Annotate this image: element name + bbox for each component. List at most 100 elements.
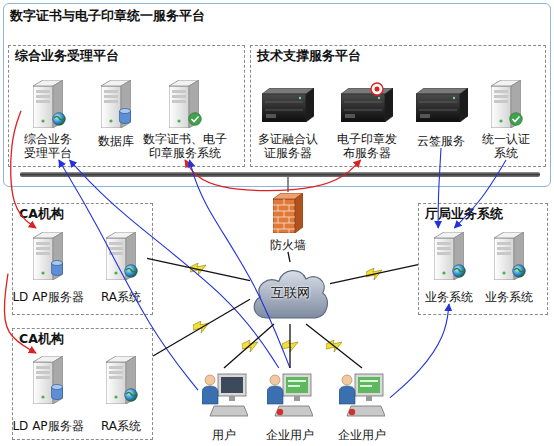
server-node: 多证融合认证服务器 xyxy=(255,78,321,160)
server-icon xyxy=(491,80,521,128)
connector xyxy=(59,160,198,390)
connector xyxy=(147,258,250,280)
lightning-symbol xyxy=(193,321,209,333)
connector xyxy=(153,299,250,356)
connector xyxy=(224,324,274,368)
node-label: 技术支撑服务平台 xyxy=(257,49,361,63)
node-label: 业务系统 xyxy=(422,290,476,304)
node-label: 云签服务 xyxy=(410,134,472,148)
server-icon xyxy=(106,232,136,280)
seal-icon xyxy=(371,83,383,95)
server-node: 云签服务 xyxy=(410,78,472,148)
cloud-node: 互联网 xyxy=(250,262,330,324)
bus-drop xyxy=(287,177,289,192)
check-icon xyxy=(510,113,523,126)
globe-icon xyxy=(125,389,138,402)
node-label: 统一认证系统 xyxy=(480,132,532,160)
connector xyxy=(70,160,279,368)
rack-server-icon xyxy=(341,88,393,122)
server-node: 统一认证系统 xyxy=(480,78,532,160)
user-node: 企业用户 xyxy=(262,368,318,442)
enterprise-user-icon xyxy=(339,374,385,416)
server-node: 数字证书、电子印章服务系统 xyxy=(140,78,230,160)
connector xyxy=(330,265,418,284)
node-label: 防火墙 xyxy=(266,238,310,252)
node-label: 互联网 xyxy=(250,286,330,300)
node-label: RA系统 xyxy=(95,290,147,304)
server-icon xyxy=(101,80,131,128)
server-icon xyxy=(33,356,63,404)
server-icon xyxy=(434,232,464,280)
rack-server-icon xyxy=(416,88,468,122)
database-node: 数据库 xyxy=(89,78,143,148)
rack-server-icon xyxy=(262,88,314,122)
connector xyxy=(4,274,36,353)
group-box: CA机构LD AP服务器RA系统 xyxy=(12,328,153,440)
database-icon xyxy=(52,261,63,276)
lightning-symbol xyxy=(190,263,206,275)
server-icon xyxy=(33,80,63,128)
firewall-node: 防火墙 xyxy=(266,190,310,252)
connector xyxy=(185,160,361,191)
globe-icon xyxy=(53,113,66,126)
node-label: LD AP服务器 xyxy=(8,419,88,433)
globe-icon xyxy=(125,265,138,278)
server-icon xyxy=(169,80,199,128)
user-icon xyxy=(202,374,248,416)
node-label: 数字证书与电子印章统一服务平台 xyxy=(10,8,205,24)
connector xyxy=(289,324,290,368)
connector xyxy=(306,324,362,368)
lightning-symbol xyxy=(326,340,342,352)
database-icon xyxy=(52,385,63,400)
node-label: 厅局业务系统 xyxy=(425,207,503,221)
node-label: 数据库 xyxy=(89,134,143,148)
globe-icon xyxy=(453,265,466,278)
lightning-symbol xyxy=(242,340,258,352)
node-label: RA系统 xyxy=(95,419,147,433)
group-box: 技术支撑服务平台多证融合认证服务器电子印章发布服务器云签服务统一认证系统 xyxy=(250,45,546,167)
server-node: LD AP服务器 xyxy=(8,353,88,433)
server-icon xyxy=(33,232,63,280)
node-label: 综合业务受理平台 xyxy=(21,132,75,160)
server-node: LD AP服务器 xyxy=(8,228,88,304)
node-label: 企业用户 xyxy=(262,428,318,442)
group-box: CA机构LD AP服务器RA系统 xyxy=(12,203,153,315)
server-node: 业务系统 xyxy=(422,228,476,304)
server-node: RA系统 xyxy=(95,228,147,304)
firewall-icon xyxy=(273,193,303,233)
server-node: 电子印章发布服务器 xyxy=(335,78,399,160)
globe-icon xyxy=(513,265,526,278)
node-label: CA机构 xyxy=(19,207,64,221)
node-label: 用户 xyxy=(198,428,250,442)
network-bus xyxy=(20,172,540,177)
node-label: LD AP服务器 xyxy=(8,290,88,304)
database-icon xyxy=(120,109,131,124)
platform-frame: 数字证书与电子印章统一服务平台综合业务受理平台综合业务受理平台数据库数字证书、电… xyxy=(3,3,551,187)
node-label: 业务系统 xyxy=(482,290,536,304)
node-label: 综合业务受理平台 xyxy=(15,49,119,63)
server-icon xyxy=(106,356,136,404)
node-label: 数字证书、电子印章服务系统 xyxy=(140,132,230,160)
server-node: 业务系统 xyxy=(482,228,536,304)
server-node: RA系统 xyxy=(95,353,147,433)
node-label: 企业用户 xyxy=(334,428,390,442)
connector xyxy=(288,252,290,262)
connector xyxy=(11,111,36,228)
connector xyxy=(438,148,441,228)
connector xyxy=(454,160,506,228)
lightning-symbol xyxy=(366,268,382,280)
check-icon xyxy=(189,113,202,126)
node-label: 多证融合认证服务器 xyxy=(255,132,321,160)
enterprise-user-icon xyxy=(267,374,313,416)
group-box: 厅局业务系统业务系统业务系统 xyxy=(418,203,548,315)
server-icon xyxy=(494,232,524,280)
lightning-symbol xyxy=(282,340,298,352)
user-node: 用户 xyxy=(198,368,250,442)
node-label: CA机构 xyxy=(19,332,64,346)
node-label: 电子印章发布服务器 xyxy=(335,132,399,160)
server-node: 综合业务受理平台 xyxy=(21,78,75,160)
connector xyxy=(190,160,291,368)
